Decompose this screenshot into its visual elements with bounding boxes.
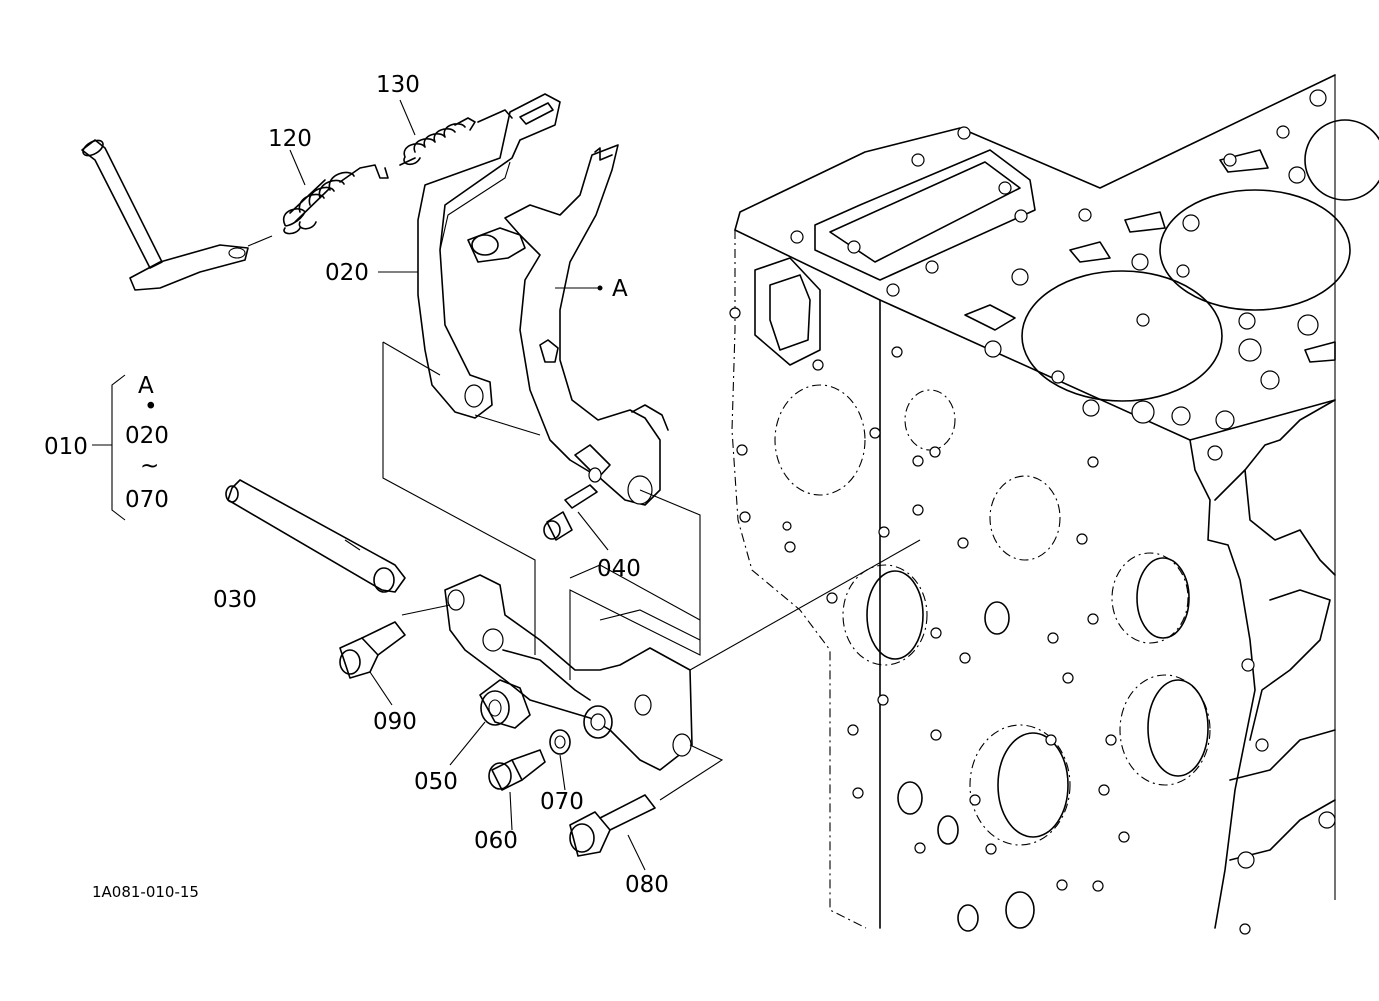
drawing-code: 1A081-010-15 [92,883,199,901]
collar-050 [479,679,531,729]
bracket-line-4: ~ [140,453,159,479]
label-030: 030 [213,587,257,613]
bracket-line-3: 020 [125,423,169,449]
label-020: 020 [325,260,369,286]
spring-120 [282,164,389,235]
label-090: 090 [373,709,417,735]
bolt-090 [339,621,406,679]
fork-lever-a [467,144,669,506]
spring-130 [399,109,513,166]
label-ref-a: A [612,276,628,302]
bolt-080 [569,794,656,857]
washer-070 [549,729,571,755]
label-080: 080 [625,872,669,898]
lever-020 [417,93,561,419]
bracket-line-2: • [144,394,158,420]
engine-block [729,74,1379,935]
shaft-030 [225,479,406,593]
label-070: 070 [540,789,584,815]
bracket-line-1: A [138,373,154,399]
label-010: 010 [44,434,88,460]
label-040: 040 [597,556,641,582]
governor-shaft-lever [81,139,273,291]
bracket-assembly [444,574,693,771]
callout-labels: 130 120 020 A 010 A • 020 ~ 070 040 030 … [44,72,669,901]
label-120: 120 [268,126,312,152]
label-050: 050 [414,769,458,795]
bolt-040 [543,484,598,541]
label-060: 060 [474,828,518,854]
label-130: 130 [376,72,420,98]
leader-lines [92,99,921,871]
bracket-line-5: 070 [125,487,169,513]
bolt-060 [488,749,546,791]
